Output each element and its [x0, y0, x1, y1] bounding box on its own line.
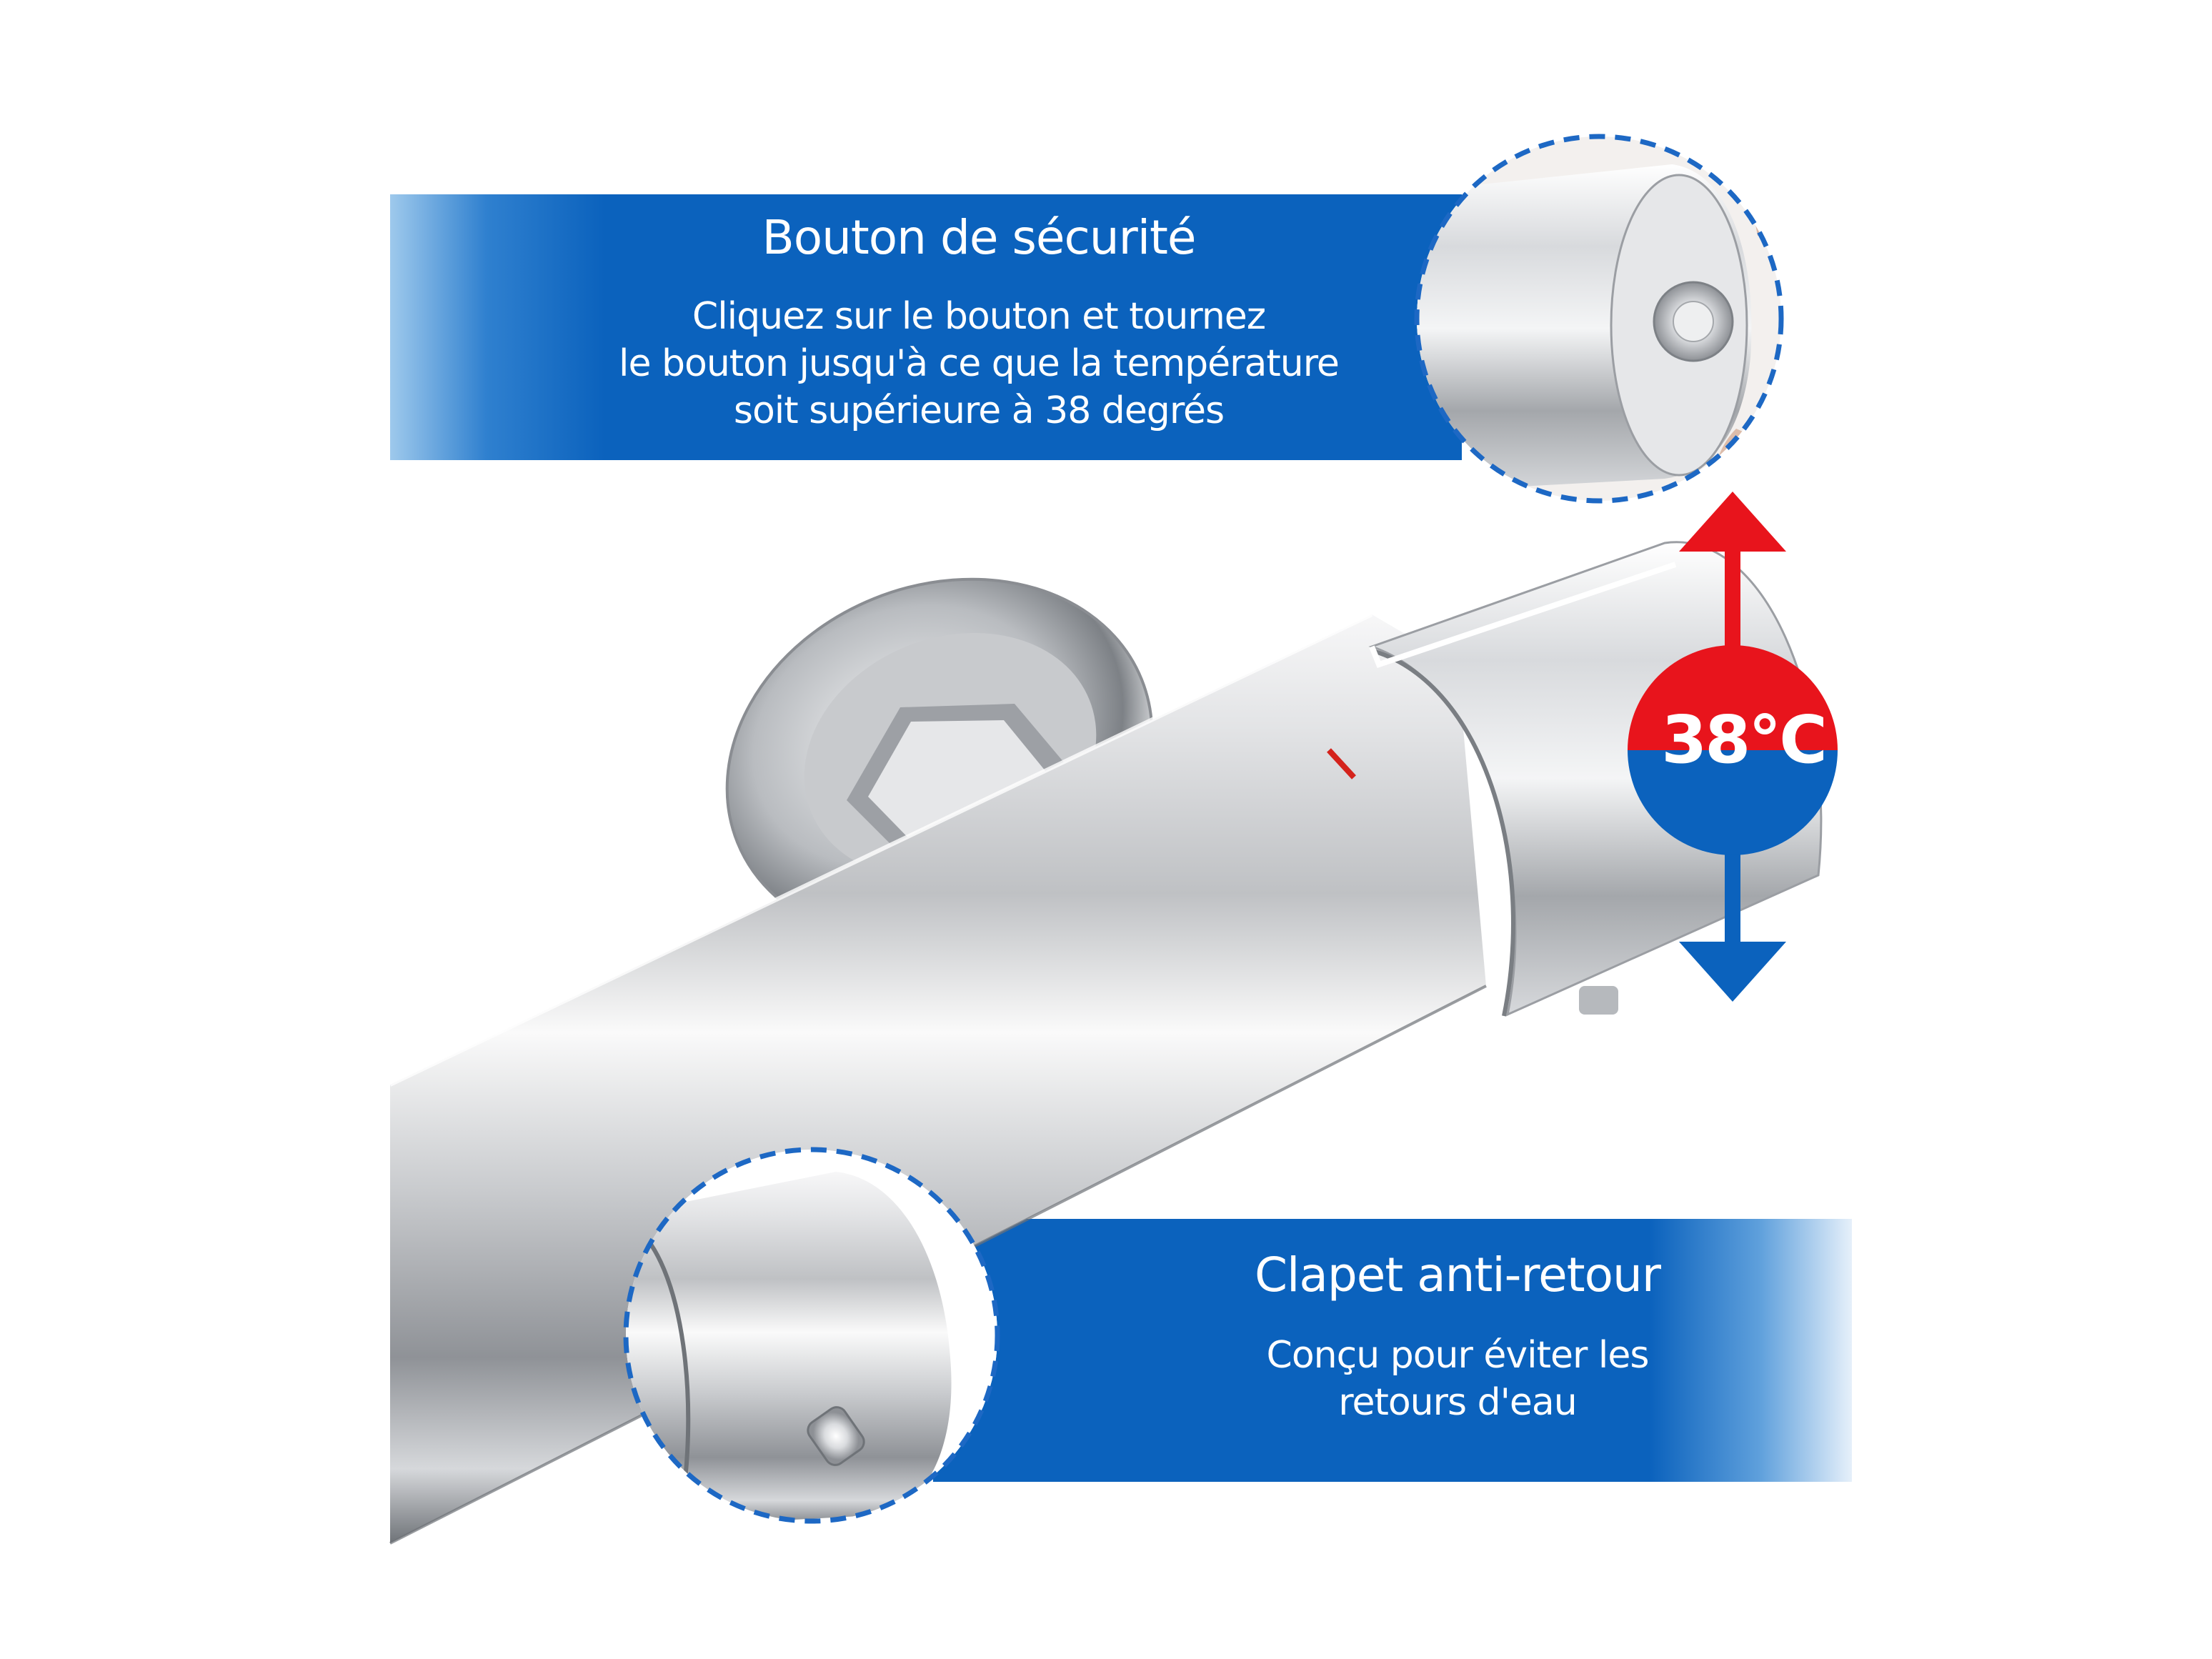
check-valve-zoom	[623, 1147, 1000, 1524]
check-valve-title: Clapet anti-retour	[1254, 1247, 1661, 1302]
safety-button-line-1: Cliquez sur le bouton et tournez	[692, 295, 1266, 338]
safety-button-zoom	[1414, 134, 1784, 504]
arrow-up-icon	[1679, 492, 1786, 664]
check-valve-callout: Clapet anti-retour Conçu pour éviter les…	[1129, 1252, 1786, 1426]
safety-button-line-3: soit supérieure à 38 degrés	[733, 389, 1225, 432]
safety-button-line-2: le bouton jusqu'à ce que la température	[619, 342, 1340, 385]
arrow-down-icon	[1679, 843, 1786, 1002]
bottom-banner	[933, 1219, 1852, 1482]
check-valve-line-2: retours d'eau	[1338, 1381, 1578, 1424]
safety-button-callout: Bouton de sécurité Cliquez sur le bouton…	[472, 214, 1486, 434]
safety-button-title: Bouton de sécurité	[762, 210, 1196, 265]
temperature-label: 38°C	[1661, 702, 1828, 778]
temperature-indicator	[1628, 492, 1838, 1002]
check-valve-line-1: Conçu pour éviter les	[1266, 1334, 1650, 1377]
top-banner	[390, 194, 1462, 460]
